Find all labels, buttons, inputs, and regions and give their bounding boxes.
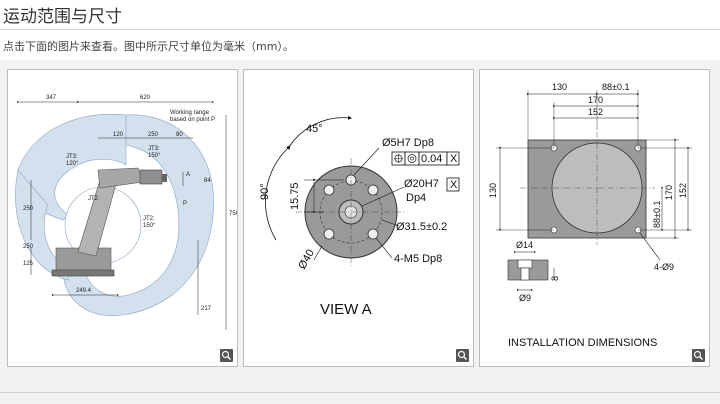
jt2-big-label: JT2: xyxy=(143,216,155,222)
working-range-label-2: based on point P xyxy=(170,117,215,123)
bolt-hole-1 xyxy=(323,184,335,196)
dim-152-top: 152 xyxy=(588,107,603,117)
point-p-label: P xyxy=(183,201,187,207)
dim-170-right: 170 xyxy=(664,185,674,200)
dim-750: 750 xyxy=(229,211,237,217)
bolt-hole-3 xyxy=(323,228,335,240)
bottom-divider xyxy=(0,392,720,393)
dim-170-top: 170 xyxy=(588,95,603,105)
robot-flange xyxy=(162,174,167,182)
jt3-right-angle: 150° xyxy=(148,153,161,159)
dim-88-right: 88±0.1 xyxy=(652,201,662,228)
installation-panel[interactable]: 130 88±0.1 170 152 130 170 152 88±0.1 Ø1… xyxy=(479,69,710,367)
mount-holes-spec: 4-Ø9 xyxy=(654,262,674,272)
dim-249-4: 249.4 xyxy=(76,288,92,294)
dim-40: Ø40 xyxy=(296,247,317,271)
bore-spec: Ø20H7 xyxy=(404,178,439,190)
page-subtitle: 点击下面的图片来查看。图中所示尺寸单位为毫米（mm）。 xyxy=(3,40,294,53)
motion-range-panel[interactable]: 347 620 Working range based on point P 1… xyxy=(7,69,238,367)
dim-14: Ø14 xyxy=(516,240,533,250)
magnifier-icon xyxy=(457,350,467,360)
dim-152-right: 152 xyxy=(678,183,688,198)
angle-45: 45° xyxy=(306,123,323,135)
dim-80: 80 xyxy=(176,132,183,138)
robot-wrist xyxy=(139,169,163,185)
datum-x-2: X xyxy=(450,179,458,191)
title-divider xyxy=(0,29,720,30)
zoom-button[interactable] xyxy=(456,349,469,362)
dim-347: 347 xyxy=(46,95,57,101)
installation-caption: INSTALLATION DIMENSIONS xyxy=(508,337,657,349)
working-range-label-1: Working range xyxy=(170,110,210,116)
dim-130-left: 130 xyxy=(488,183,498,198)
dim-250: 250 xyxy=(148,132,159,138)
view-a-panel[interactable]: 45° Ø5H7 Dp8 0.04 X 90° 15.75 Ø20H7 X Dp… xyxy=(243,69,474,367)
view-a-drawing: 45° Ø5H7 Dp8 0.04 X 90° 15.75 Ø20H7 X Dp… xyxy=(259,115,460,318)
robot-base-plate xyxy=(51,269,115,277)
zoom-button[interactable] xyxy=(692,349,705,362)
jt3-right-label: JT3: xyxy=(148,146,160,152)
jt2-small-label: JT2 xyxy=(88,196,99,202)
dim-88-top: 88±0.1 xyxy=(602,82,629,92)
dim-84: 84 xyxy=(204,178,211,184)
magnifier-icon xyxy=(693,350,703,360)
page-title: 运动范围与尺寸 xyxy=(3,7,122,27)
zoom-button[interactable] xyxy=(220,349,233,362)
jt3-left-label: JT3: xyxy=(66,154,78,160)
dim-250-base: 250 xyxy=(23,244,34,250)
dim-620: 620 xyxy=(140,95,151,101)
dim-250-vertical: 250 xyxy=(23,206,34,212)
dim-15-75: 15.75 xyxy=(289,182,301,210)
jt3-left-angle: 120° xyxy=(66,161,79,167)
bolt-hole-4 xyxy=(367,228,379,240)
tapped-holes-spec: 4-M5 Dp8 xyxy=(394,253,442,265)
motion-range-drawing: 347 620 Working range based on point P 1… xyxy=(15,95,237,330)
dim-125: 125 xyxy=(23,261,34,267)
robot-upper-arm xyxy=(97,167,144,189)
dim-8: 8 xyxy=(550,276,560,281)
dim-9: Ø9 xyxy=(519,293,531,303)
view-a-marker: A xyxy=(186,172,190,178)
datum-x-1: X xyxy=(450,153,458,165)
angle-90: 90° xyxy=(259,183,271,200)
working-range-outer-loop xyxy=(15,169,71,281)
dim-120: 120 xyxy=(113,132,124,138)
pcd-dimension: Ø31.5±0.2 xyxy=(396,221,447,233)
installation-drawing: 130 88±0.1 170 152 130 170 152 88±0.1 Ø1… xyxy=(488,82,692,349)
bolt-hole-2 xyxy=(367,184,379,196)
bore-depth: Dp4 xyxy=(406,192,426,204)
position-tolerance: 0.04 xyxy=(421,153,442,165)
jt2-big-angle: 150° xyxy=(143,223,156,229)
view-a-caption: VIEW A xyxy=(320,301,372,318)
dim-130-top: 130 xyxy=(552,82,567,92)
dim-217: 217 xyxy=(201,306,212,312)
pin-hole-spec: Ø5H7 Dp8 xyxy=(382,137,434,149)
magnifier-icon xyxy=(221,350,231,360)
